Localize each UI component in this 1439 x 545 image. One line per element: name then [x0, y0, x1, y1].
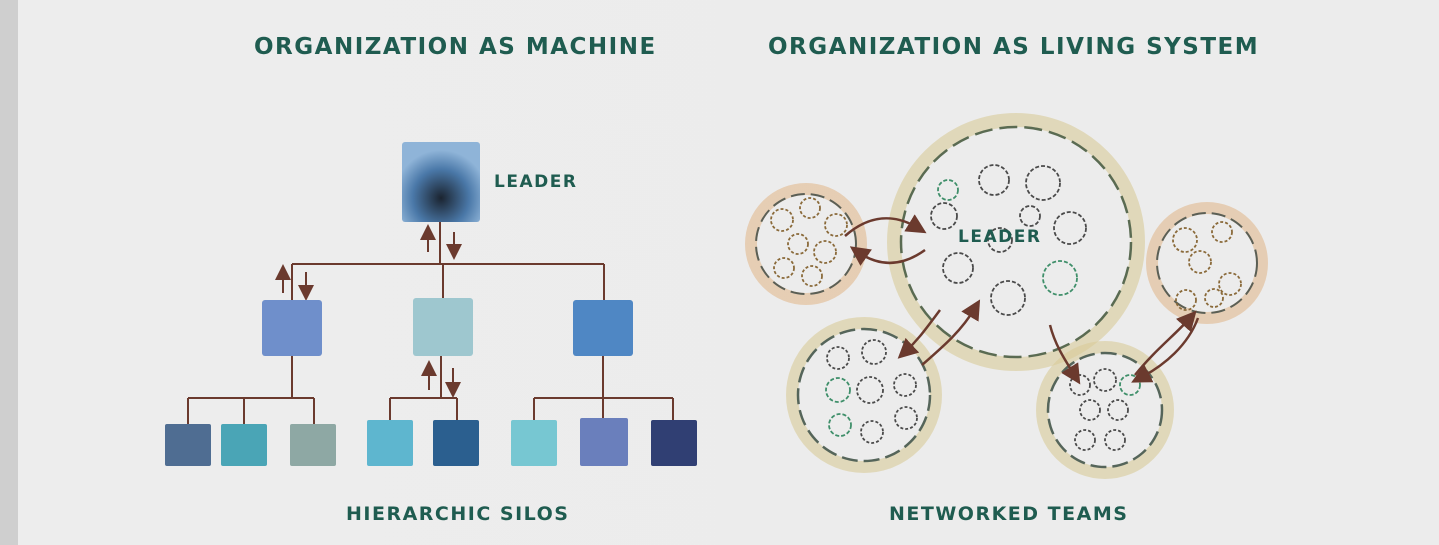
curved-arrow-icon — [844, 214, 927, 237]
network-arrows — [844, 214, 1200, 385]
team-circle — [786, 317, 942, 473]
team-box — [651, 420, 697, 466]
team-box — [433, 420, 479, 466]
left-panel-title: ORGANIZATION AS MACHINE — [254, 34, 657, 60]
manager-box — [262, 300, 322, 356]
manager-box — [413, 298, 473, 356]
hierarchy-connectors — [187, 222, 674, 424]
team-circle — [745, 183, 867, 305]
network-diagram — [745, 113, 1268, 479]
left-panel-caption: HIERARCHIC SILOS — [346, 503, 570, 525]
hierarchy-arrows — [275, 224, 462, 398]
team-box — [290, 424, 336, 466]
curved-arrow-icon — [1131, 317, 1200, 383]
curved-arrow-icon — [1048, 324, 1081, 385]
team-box — [221, 424, 267, 466]
hierarchy-diagram — [165, 142, 697, 466]
team-box — [367, 420, 413, 466]
curved-arrow-icon — [897, 309, 942, 359]
network-leader-label: LEADER — [958, 227, 1042, 247]
team-circle — [1146, 202, 1268, 324]
right-panel-title: ORGANIZATION AS LIVING SYSTEM — [768, 34, 1260, 60]
leader-box — [402, 142, 480, 222]
member-nodes — [770, 164, 1242, 451]
team-box — [511, 420, 557, 466]
team-circle — [1036, 341, 1174, 479]
manager-box — [573, 300, 633, 356]
leader-team-circle — [887, 113, 1145, 371]
team-box — [580, 418, 628, 466]
team-box — [165, 424, 211, 466]
curved-arrow-icon — [921, 299, 981, 366]
curved-arrow-icon — [849, 246, 926, 266]
right-panel-caption: NETWORKED TEAMS — [889, 503, 1129, 525]
leader-label: LEADER — [494, 172, 578, 192]
